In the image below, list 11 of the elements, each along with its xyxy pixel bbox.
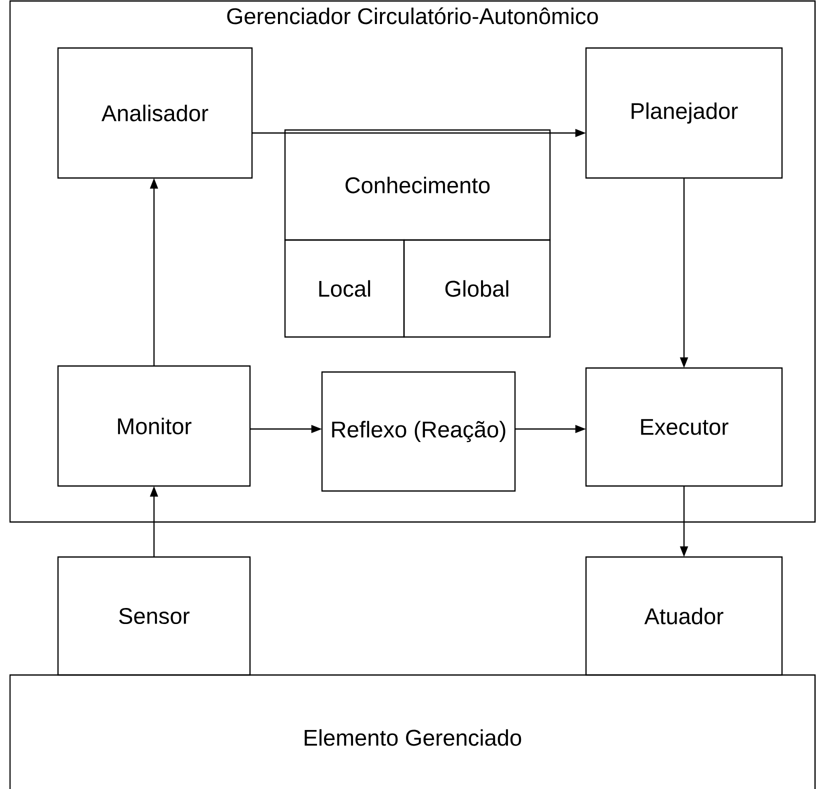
process-box: Atuador bbox=[585, 556, 783, 676]
knowledge-cell: Global bbox=[403, 239, 551, 338]
process-box: Executor bbox=[585, 367, 783, 487]
reflex-box: Reflexo (Reação) bbox=[321, 371, 516, 492]
managed-element-box: Elemento Gerenciado bbox=[9, 674, 816, 789]
process-box: Monitor bbox=[57, 365, 251, 487]
process-box: Sensor bbox=[57, 556, 251, 676]
knowledge-cell: Local bbox=[284, 239, 405, 338]
process-box: Planejador bbox=[585, 47, 783, 179]
process-box: Analisador bbox=[57, 47, 253, 179]
knowledge-box: Conhecimento bbox=[284, 129, 551, 241]
